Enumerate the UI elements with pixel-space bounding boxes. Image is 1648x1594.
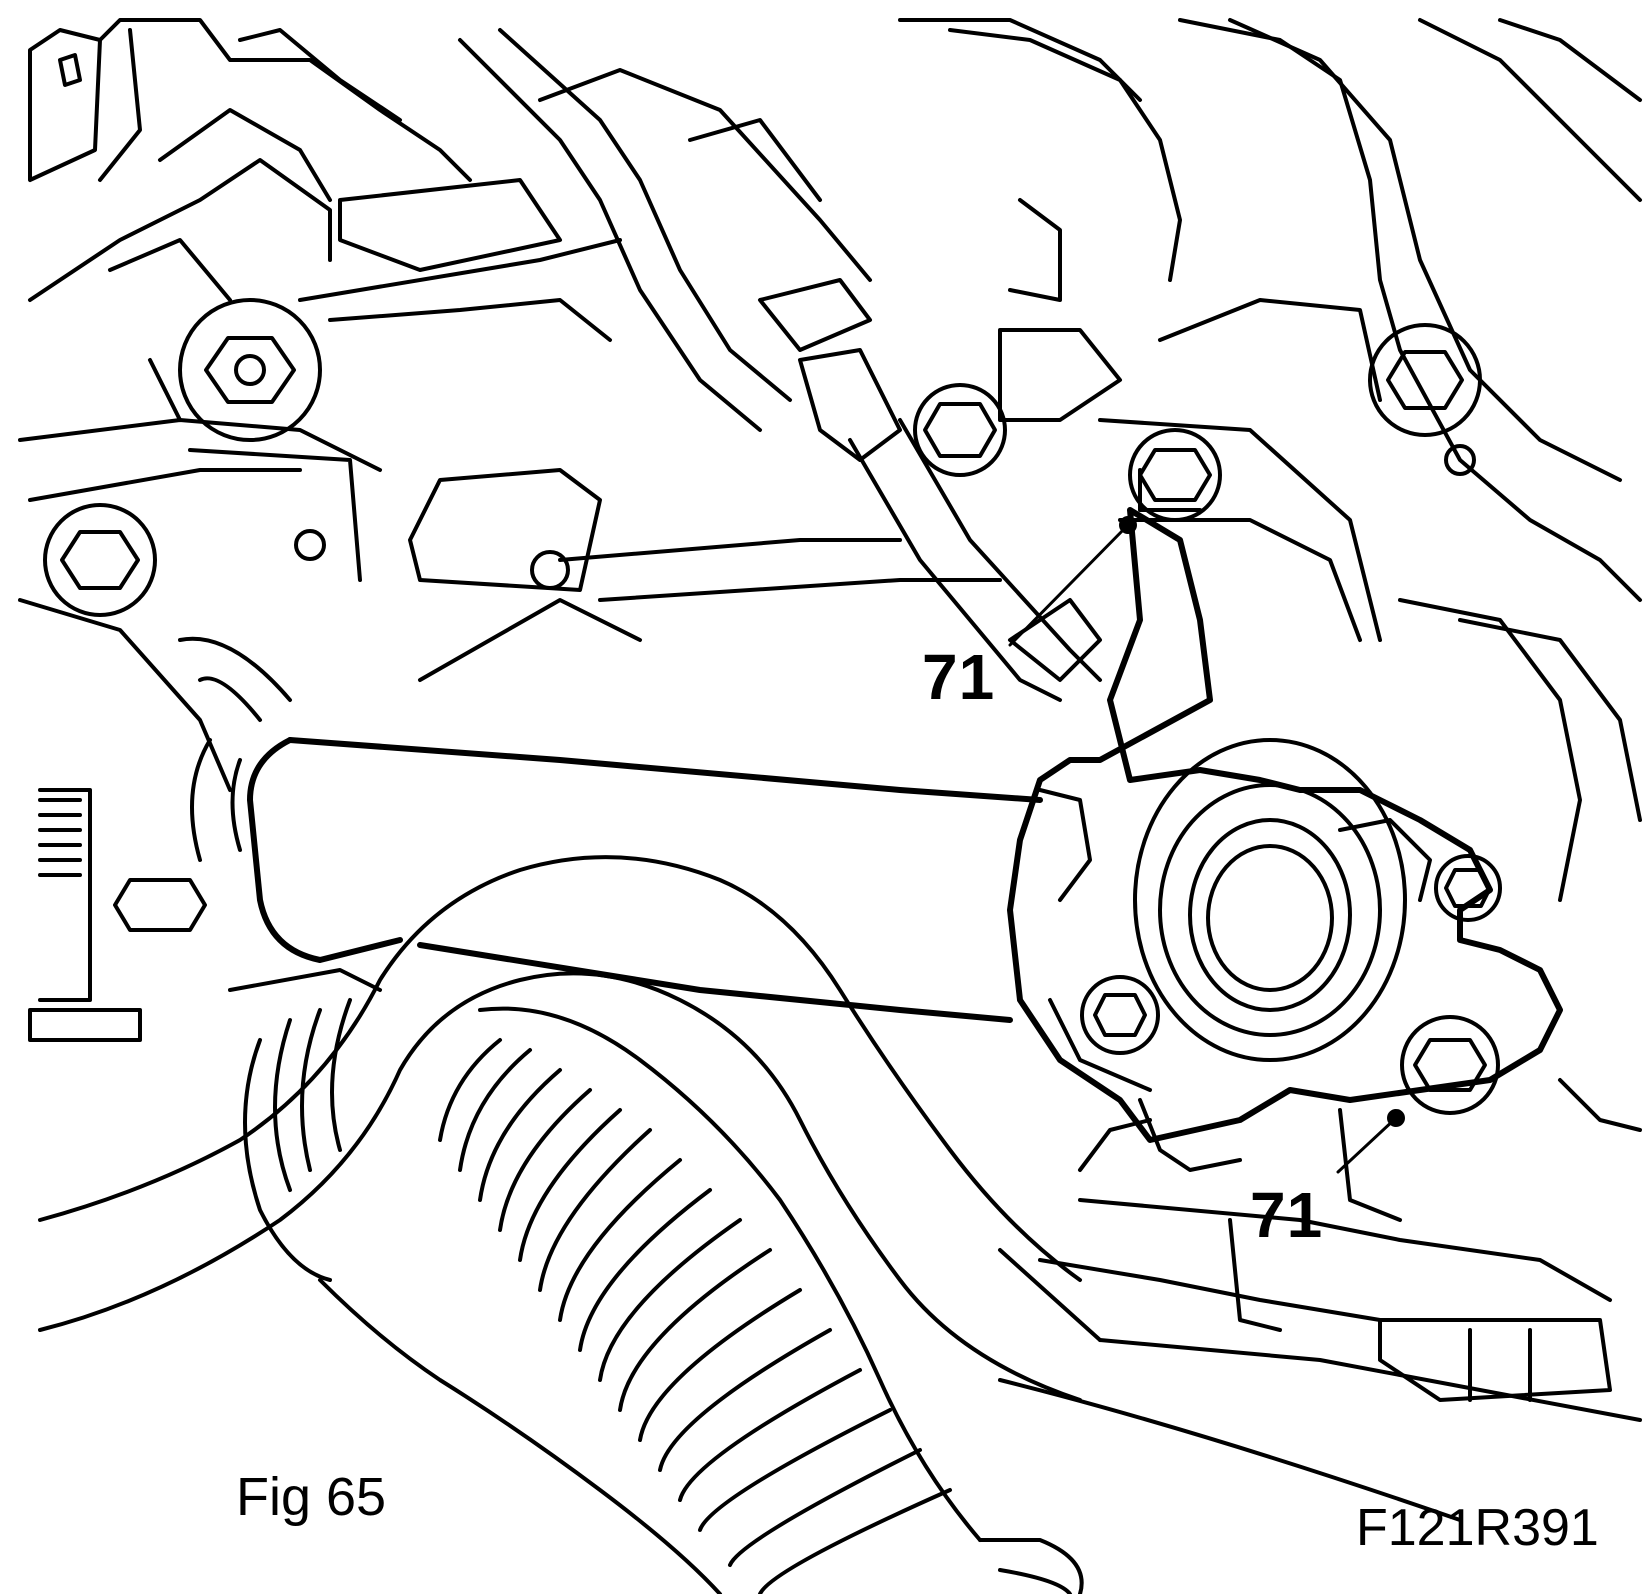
clutch-housing (898, 18, 1642, 902)
bolt-callout-lower (1400, 1015, 1500, 1115)
callout-leaders (1008, 516, 1405, 1174)
lower-right-bracket (998, 1078, 1642, 1522)
upper-left-housing (18, 18, 1002, 792)
curved-hose (38, 855, 1082, 1402)
bolt-callout-upper (1128, 428, 1222, 522)
slave-cylinder (1007, 507, 1563, 1172)
bolt-left-stud (28, 788, 207, 1042)
hole (1444, 444, 1476, 476)
rack-housing-left (228, 968, 382, 1282)
rack-bellows (318, 1006, 1084, 1594)
bolt-mid-left (43, 503, 157, 617)
hole (294, 529, 326, 561)
bolt-upper-right (1368, 323, 1482, 437)
hole (530, 550, 570, 590)
bolt-upper-center (913, 383, 1007, 477)
figure-reference-code: F121R391 (1356, 1499, 1599, 1557)
clutch-pipe (458, 28, 1102, 702)
callout-label-71-upper: 71 (922, 641, 996, 713)
figure-caption: Fig 65 (236, 1467, 387, 1527)
subframe-bar (178, 636, 1043, 1023)
callout-label-71-lower: 71 (1250, 1179, 1324, 1251)
bolt-upper-left (178, 298, 322, 442)
bolt-slave-cylinder-left (1080, 975, 1160, 1055)
